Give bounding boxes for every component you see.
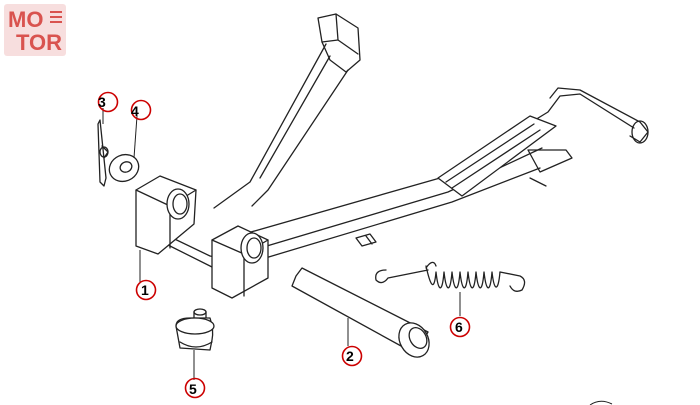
callout-number: 5 xyxy=(189,381,197,397)
callout-4: 4 xyxy=(130,99,152,121)
left-foot xyxy=(135,175,197,255)
callout-3: 3 xyxy=(97,91,119,113)
leader-lines xyxy=(102,108,613,405)
right-foot xyxy=(211,225,269,299)
callout-number: 4 xyxy=(131,103,139,119)
motor-logo: MO TOR xyxy=(4,4,66,56)
pivot-shaft-part xyxy=(291,267,430,358)
logo-text-line2: TOR xyxy=(16,30,62,55)
callout-number: 3 xyxy=(98,94,106,110)
callout-5: 5 xyxy=(184,377,206,399)
callout-number: 2 xyxy=(346,348,354,364)
callout-1: 1 xyxy=(135,279,157,301)
logo-text-line1: MO xyxy=(8,7,43,32)
washer-part xyxy=(108,153,140,183)
callout-2: 2 xyxy=(341,345,363,367)
callout-number: 1 xyxy=(141,282,149,298)
callout-6: 6 xyxy=(449,316,471,338)
stopper-rubber-part xyxy=(175,308,215,351)
cotter-pin-part xyxy=(97,119,109,187)
return-spring-part xyxy=(375,261,526,292)
callout-number: 6 xyxy=(455,319,463,335)
